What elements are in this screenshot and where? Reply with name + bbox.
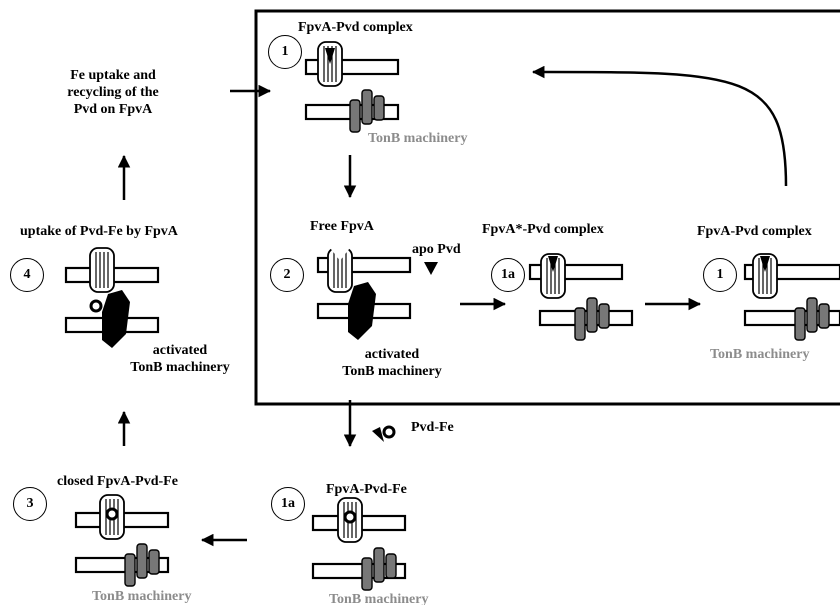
- activated-tonb-2: [348, 282, 376, 340]
- fpva-barrel-4: [90, 248, 114, 292]
- step-number-1-right: 1: [703, 258, 737, 292]
- tonb-protein-bar: [362, 558, 372, 590]
- tonb-protein-bar: [795, 308, 805, 340]
- tonb-protein-bar: [386, 554, 396, 578]
- apo-pvd-label: apo Pvd: [412, 241, 461, 258]
- tonb-protein-bar: [807, 298, 817, 332]
- inner-membrane-1a: [540, 311, 632, 325]
- activated-tonb-4: [102, 290, 130, 348]
- step-2-title: Free FpvA: [310, 218, 374, 235]
- tonb-protein-bar: [137, 544, 147, 578]
- step-number-4: 4: [10, 258, 44, 292]
- tonb-protein-bar: [374, 548, 384, 582]
- tonb-machinery-1a-bottom: [362, 548, 396, 590]
- step-number-3: 3: [13, 487, 47, 521]
- activated-tonb-blob: [348, 282, 376, 340]
- tonb-protein-bar: [374, 96, 384, 120]
- tonb-protein-bar: [350, 100, 360, 132]
- fpva-barrel-2: [328, 247, 352, 292]
- step-1a-bottom-tonb-label: TonB machinery: [329, 591, 428, 605]
- tonb-machinery-1: [350, 90, 384, 132]
- tonb-protein-bar: [587, 298, 597, 332]
- step-1-tonb-label: TonB machinery: [368, 130, 467, 147]
- tonb-protein-bar: [575, 308, 585, 340]
- tonb-protein-bar: [819, 304, 829, 328]
- step-4-tonb-label: activated TonB machinery: [110, 342, 250, 376]
- activated-tonb-blob: [102, 290, 130, 348]
- pvd-fe-ring-1a-bottom: [345, 512, 355, 522]
- step-number-1a-bottom: 1a: [271, 487, 305, 521]
- pvd-fe-ring-4: [91, 301, 101, 311]
- pvd-fe-ring-3: [107, 509, 117, 519]
- step-3-title: closed FpvA-Pvd-Fe: [57, 473, 178, 490]
- apo-pvd-triangle-icon: [424, 262, 438, 275]
- fpva-barrel-body: [90, 248, 114, 292]
- step-1a-top-title: FpvA*-Pvd complex: [482, 221, 604, 238]
- step-3-tonb-label: TonB machinery: [92, 588, 191, 605]
- tonb-protein-bar: [125, 554, 135, 586]
- step-1-right-tonb-label: TonB machinery: [710, 346, 809, 363]
- step-number-1a: 1a: [491, 258, 525, 292]
- fe-uptake-label: Fe uptake and recycling of the Pvd on Fp…: [28, 67, 198, 118]
- step-number-1: 1: [268, 35, 302, 69]
- tonb-machinery-1a: [575, 298, 609, 340]
- step-number-2: 2: [270, 258, 304, 292]
- tonb-machinery-1-right: [795, 298, 829, 340]
- step-4-title: uptake of Pvd-Fe by FpvA: [20, 223, 178, 240]
- step-1-title: FpvA-Pvd complex: [298, 19, 413, 36]
- free-pvd-fe-ring: [384, 427, 394, 437]
- free-pvd-fe-tail: [372, 427, 384, 442]
- step-1a-bottom-title: FpvA-Pvd-Fe: [326, 481, 407, 498]
- pvd-fe-label: Pvd-Fe: [411, 419, 454, 436]
- tonb-protein-bar: [362, 90, 372, 124]
- step-2-tonb-label: activated TonB machinery: [322, 346, 462, 380]
- arrow-1-return-curve: [533, 72, 786, 186]
- tonb-machinery-3: [125, 544, 159, 586]
- tonb-protein-bar: [599, 304, 609, 328]
- step-1-right-title: FpvA-Pvd complex: [697, 223, 812, 240]
- tonb-protein-bar: [149, 550, 159, 574]
